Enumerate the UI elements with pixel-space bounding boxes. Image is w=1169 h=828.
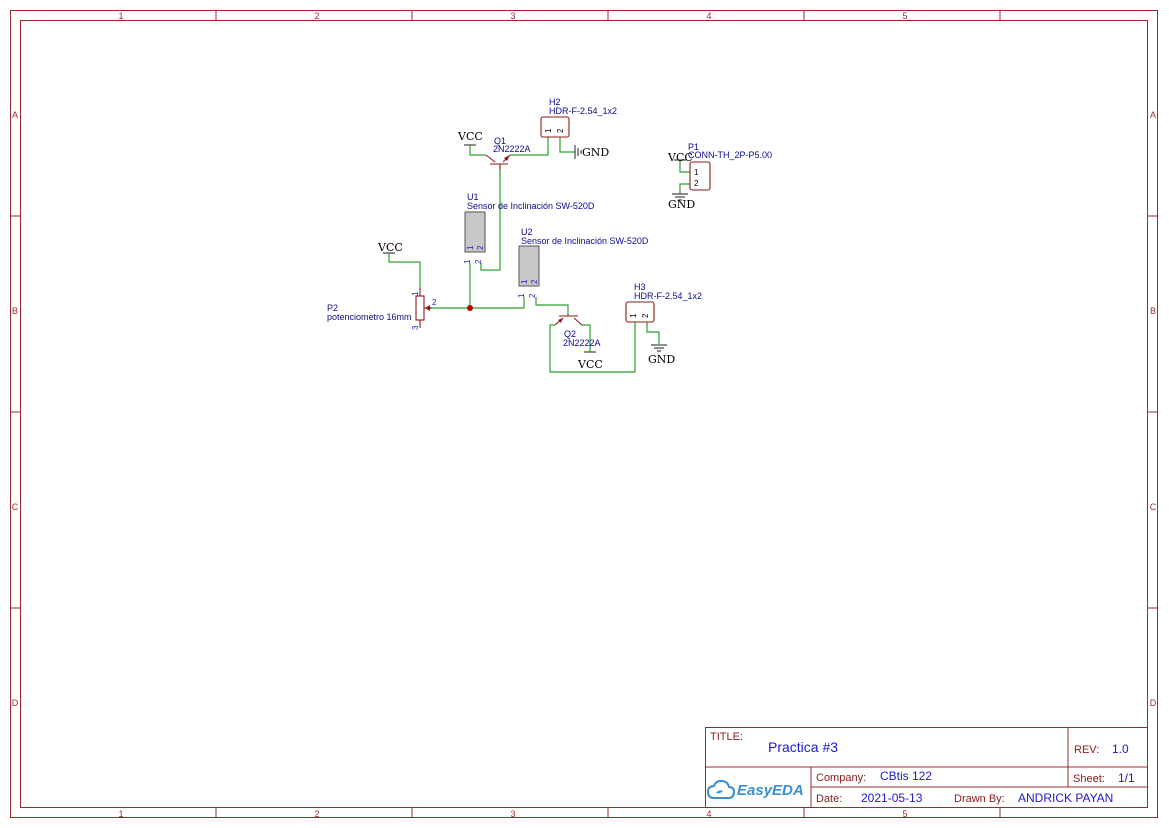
col-label-bottom-4: 4 [706,809,711,819]
sheet-value: 1/1 [1118,771,1135,785]
vcc-symbol-p2: VCC [377,241,403,254]
row-label-left-c: C [12,502,19,512]
company-label: Company: [816,772,866,784]
tilt-sensor-u1[interactable]: 1 2 1 2 U1 Sensor de Inclinación SW-520D [463,192,595,264]
date-label: Date: [816,793,842,805]
rev-label: REV: [1074,744,1099,756]
vcc-symbol-p1: VCC [667,151,693,164]
u1-value: Sensor de Inclinación SW-520D [467,201,595,211]
p2-pin-3: 3 [411,325,420,330]
u1-pin-2-out: 2 [474,259,483,264]
row-label-right-b: B [1150,306,1156,316]
u2-pin-2: 2 [530,279,539,284]
q2-ref: Q2 [564,329,576,339]
company-value: CBtis 122 [880,769,932,783]
gnd-label-p1: GND [668,198,695,211]
vcc-label-p1: VCC [667,151,693,164]
title-block: TITLE: Practica #3 REV: 1.0 EasyEDA Comp… [705,727,1148,808]
transistor-q2[interactable]: Q2 2N2222A [554,314,601,348]
u1-pin-1-out: 1 [463,259,472,264]
col-label-bottom-1: 1 [118,809,123,819]
vcc-symbol-q2: VCC [577,351,603,371]
u2-pin-2-out: 2 [528,293,537,298]
vcc-label-q2: VCC [577,358,603,371]
col-label-top-2: 2 [314,11,319,21]
gnd-symbol-h2: GND [574,145,609,159]
u2-value: Sensor de Inclinación SW-520D [521,236,649,246]
vcc-label-q1: VCC [457,130,483,143]
u1-ref: U1 [467,192,479,202]
gnd-symbol-p1: GND [668,193,695,211]
col-label-top-4: 4 [706,11,711,21]
gnd-symbol-h3: GND [648,344,675,366]
vcc-symbol-q1: VCC [457,130,483,146]
wires [388,137,690,373]
h2-pin-2: 2 [556,128,565,133]
u2-pin-1-out: 1 [517,293,526,298]
h2-ref: H2 [549,97,561,107]
p2-value: potenciometro 16mm [327,312,412,322]
p2-pin-1: 1 [411,291,420,296]
u1-pin-2: 2 [476,245,485,250]
header-h3[interactable]: 1 2 H3 HDR-F-2.54_1x2 [625,282,702,323]
row-label-left-a: A [12,110,18,120]
transistor-q1[interactable]: Q1 2N2222A [485,136,531,170]
row-label-right-d: D [1150,698,1157,708]
row-label-left-d: D [12,698,19,708]
h2-value: HDR-F-2.54_1x2 [549,106,617,116]
tilt-sensor-u2[interactable]: 1 2 1 2 U2 Sensor de Inclinación SW-520D [517,227,649,298]
h2-pin-1: 1 [544,128,553,133]
u2-pin-1: 1 [520,279,529,284]
h3-ref: H3 [634,282,646,292]
u2-ref: U2 [521,227,533,237]
col-label-top-5: 5 [902,11,907,21]
logo-text: EasyEDA [737,782,804,799]
p1-pin-1: 1 [694,168,699,177]
row-label-right-a: A [1150,110,1156,120]
col-label-bottom-2: 2 [314,809,319,819]
h3-pin-2: 2 [641,313,650,318]
q1-value: 2N2222A [493,144,531,154]
vcc-label-p2: VCC [377,241,403,254]
h3-value: HDR-F-2.54_1x2 [634,291,702,301]
col-label-top-3: 3 [510,11,515,21]
gnd-label-h2: GND [582,146,609,159]
q1-ref: Q1 [494,136,506,146]
p1-pin-2: 2 [694,179,699,188]
col-label-top-1: 1 [118,11,123,21]
title-value: Practica #3 [768,739,838,755]
gnd-label-h3: GND [648,353,675,366]
potentiometer-p2[interactable]: 1 2 3 P2 potenciometro 16mm [327,288,437,330]
title-label: TITLE: [710,731,743,743]
u1-pin-1: 1 [466,245,475,250]
header-h2[interactable]: 1 2 H2 HDR-F-2.54_1x2 [540,97,617,138]
row-label-left-b: B [12,306,18,316]
col-label-bottom-3: 3 [510,809,515,819]
sheet-frame: 1 2 3 4 5 1 2 3 4 5 A B C D A B C D [10,10,1158,819]
drawn-by-label: Drawn By: [954,793,1005,805]
p2-pin-2: 2 [432,298,437,307]
p1-ref: P1 [688,142,699,152]
easyeda-logo: EasyEDA [706,779,804,799]
q2-value: 2N2222A [563,338,601,348]
date-value: 2021-05-13 [861,791,923,805]
p2-ref: P2 [327,303,338,313]
p1-value: CONN-TH_2P-P5.00 [688,150,772,160]
col-label-bottom-5: 5 [902,809,907,819]
row-label-right-c: C [1150,502,1157,512]
rev-value: 1.0 [1112,742,1129,756]
drawn-by-value: ANDRICK PAYAN [1018,791,1113,805]
connector-p1[interactable]: 1 2 P1 CONN-TH_2P-P5.00 [688,142,772,191]
net-junction [467,305,473,311]
sheet-label: Sheet: [1073,773,1105,785]
h3-pin-1: 1 [629,313,638,318]
